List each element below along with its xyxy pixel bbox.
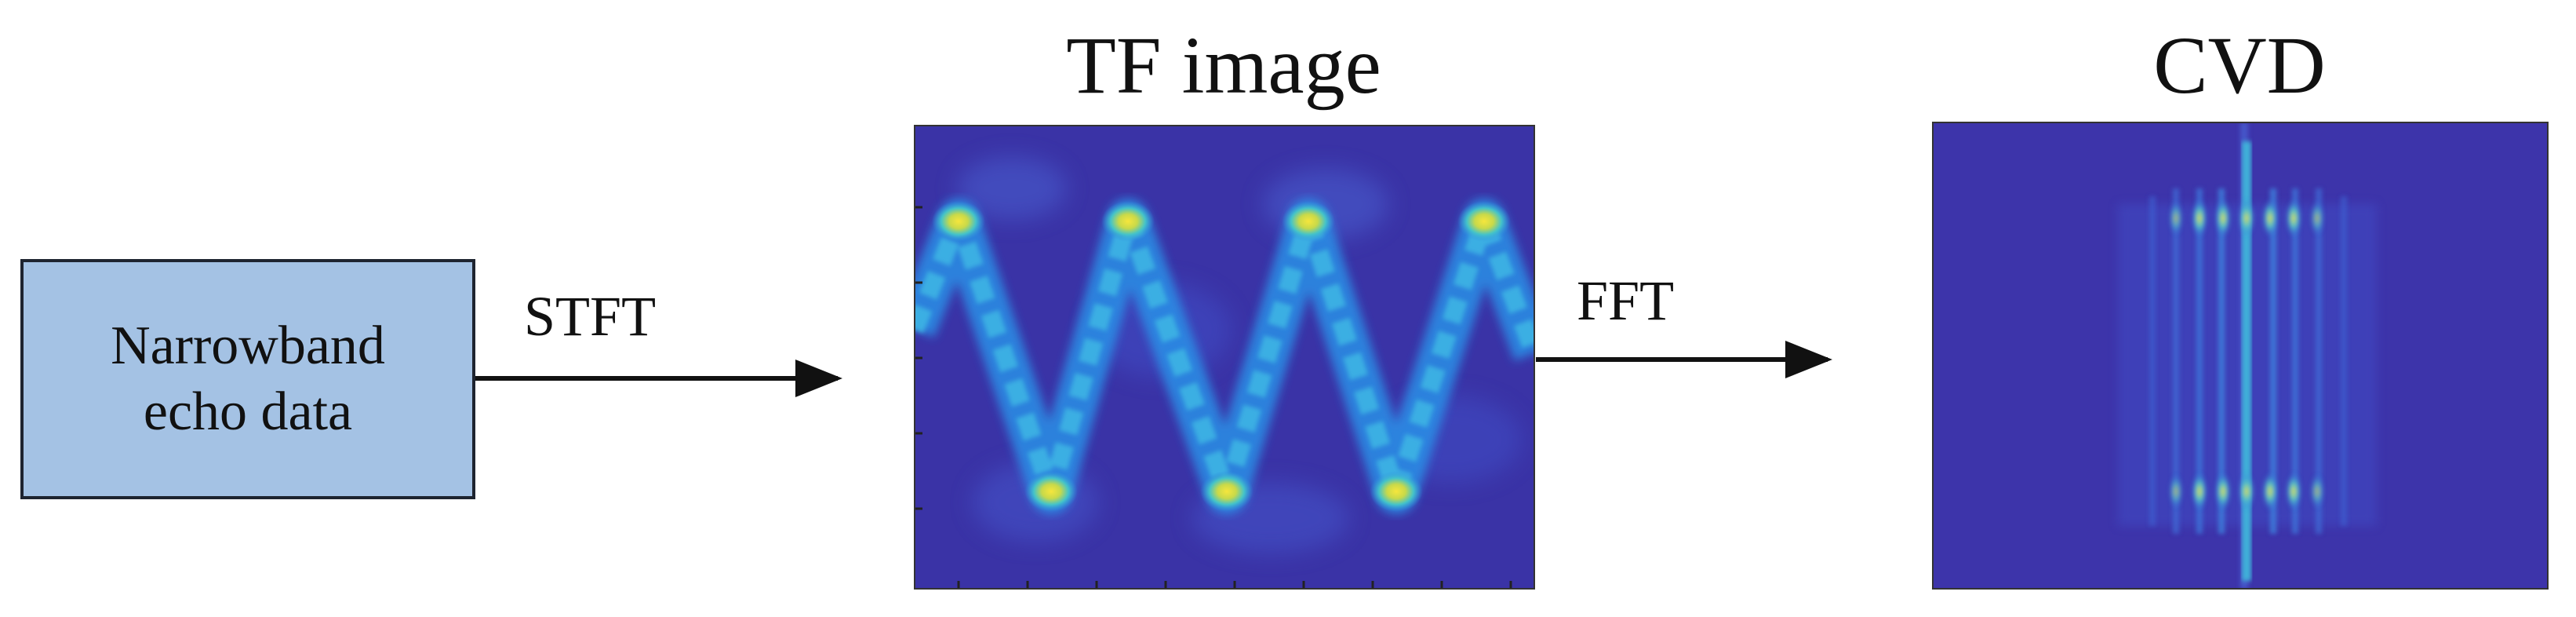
tf-image-title: TF image [1066, 20, 1381, 111]
cvd-panel [1932, 122, 2549, 590]
cvd-title: CVD [2153, 20, 2326, 111]
fft-label: FFT [1577, 269, 1675, 332]
input-box-line1: Narrowband [111, 316, 385, 376]
stft-label: STFT [524, 285, 657, 348]
narrowband-echo-data-box: Narrowband echo data [20, 259, 475, 499]
tf-image-panel [914, 125, 1535, 590]
input-box-line2: echo data [143, 382, 353, 442]
